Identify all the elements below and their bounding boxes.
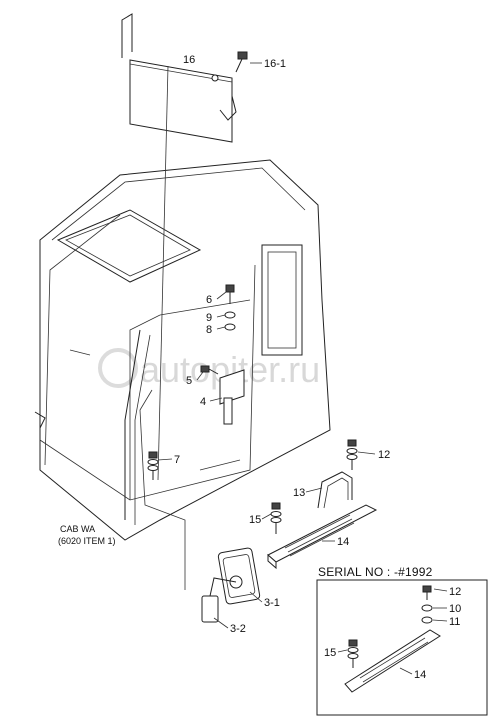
callout-14: 14 — [337, 536, 349, 548]
callout-12: 12 — [378, 449, 390, 461]
inset-callout-14: 14 — [414, 669, 426, 681]
callout-16: 16 — [183, 54, 195, 66]
serial-header: SERIAL NO : -#1992 — [318, 565, 433, 579]
leader-16 — [157, 65, 169, 481]
bolt-7 — [147, 451, 159, 480]
sun-visor — [121, 13, 237, 143]
handrail-13 — [317, 471, 353, 509]
bolt-stack-6-9-8 — [224, 284, 236, 331]
mirror-assembly — [139, 389, 261, 623]
callout-5: 5 — [186, 375, 192, 387]
callout-13: 13 — [293, 487, 305, 499]
callout-16-1: 16-1 — [264, 58, 286, 70]
inset-callout-12: 12 — [449, 586, 461, 598]
cab-body — [34, 159, 331, 541]
step-14 — [267, 504, 378, 570]
callout-3-2: 3-2 — [230, 623, 246, 635]
callout-9: 9 — [206, 312, 212, 324]
bolt-15 — [270, 502, 282, 534]
callout-15: 15 — [249, 514, 261, 526]
serial-inset — [316, 579, 488, 716]
callout-7: 7 — [174, 454, 180, 466]
callout-4: 4 — [200, 396, 206, 408]
callout-3-1: 3-1 — [264, 597, 280, 609]
callout-8: 8 — [206, 324, 212, 336]
bolt-16-1 — [235, 51, 248, 73]
inset-callout-11: 11 — [449, 616, 460, 628]
inset-callout-15: 15 — [324, 647, 336, 659]
cab-caption-line2: (6020 ITEM 1) — [58, 536, 116, 546]
bracket-4 — [200, 365, 245, 425]
bolt-12 — [346, 439, 358, 470]
callout-6: 6 — [206, 294, 212, 306]
callout-leaders — [157, 62, 376, 629]
inset-callout-10: 10 — [449, 603, 461, 615]
cab-caption-line1: CAB WA — [60, 524, 95, 534]
